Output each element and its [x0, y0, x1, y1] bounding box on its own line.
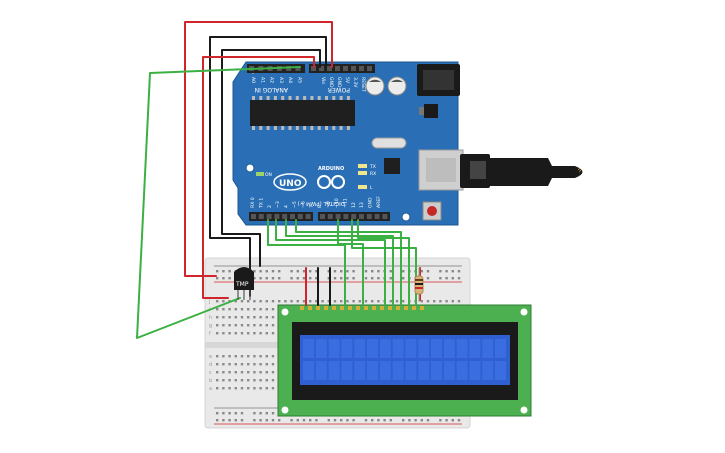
- wire-5v-red-2[interactable]: [202, 56, 315, 299]
- analog-in-label: ANALOG IN: [255, 86, 288, 93]
- digital-pin-label: ~9: [326, 201, 332, 208]
- lcd-pin[interactable]: [340, 306, 344, 310]
- lcd-pin[interactable]: [364, 306, 368, 310]
- usb-port[interactable]: [418, 149, 464, 191]
- power-jack[interactable]: [417, 64, 460, 96]
- uno-label: UNO: [279, 179, 302, 189]
- power-label: POWER: [328, 86, 350, 93]
- power-pin-label: 3.3V: [352, 77, 358, 88]
- lcd-pin[interactable]: [380, 306, 384, 310]
- wire-gnd-black[interactable]: [209, 36, 327, 297]
- lcd-pin-header[interactable]: [300, 306, 424, 310]
- lcd-pin[interactable]: [396, 306, 400, 310]
- wires: [136, 21, 421, 339]
- digital-pin-label: 2: [267, 205, 273, 208]
- digital-pin-label: ~6: [300, 201, 306, 208]
- svg-text:RX: RX: [370, 171, 376, 177]
- digital-pin-label: ~3: [275, 201, 281, 208]
- lcd-pin[interactable]: [316, 306, 320, 310]
- svg-text:j: j: [208, 299, 210, 305]
- usb-chip: [384, 158, 400, 174]
- svg-text:L: L: [370, 185, 373, 191]
- lcd-pin[interactable]: [388, 306, 392, 310]
- digital-header[interactable]: [249, 212, 390, 221]
- lcd-pin[interactable]: [372, 306, 376, 310]
- digital-pin-label: ~5: [292, 201, 298, 208]
- digital-pin-label: GND: [368, 197, 374, 208]
- analog-pin-label: A3: [278, 77, 284, 83]
- svg-text:TX: TX: [369, 164, 376, 170]
- digital-pin-label: TX 1: [258, 198, 264, 209]
- digital-pin-label: AREF: [376, 196, 382, 208]
- digital-pin-label: 13: [359, 202, 365, 208]
- wire-a0-green[interactable]: [136, 66, 301, 339]
- tmp-label: TMP: [235, 281, 249, 288]
- svg-text:f: f: [209, 331, 211, 337]
- tx-rx-leds: TX RX L: [358, 164, 376, 191]
- digital-pin-label: 8: [317, 205, 323, 208]
- power-pin-label: GND: [336, 77, 342, 88]
- digital-pin-label: 12: [351, 202, 357, 208]
- svg-text:e: e: [209, 354, 212, 360]
- power-pin-label: GND: [328, 77, 334, 88]
- lcd-pin[interactable]: [324, 306, 328, 310]
- digital-pin-label: RX 0: [250, 197, 256, 208]
- tmp36-temperature-sensor[interactable]: TMP: [234, 267, 254, 300]
- reset-button[interactable]: [422, 201, 442, 221]
- analog-pin-label: A4: [287, 77, 293, 83]
- lcd-character-cells: [303, 339, 506, 380]
- power-pin-label: Vin: [320, 77, 326, 84]
- lcd-pin[interactable]: [356, 306, 360, 310]
- digital-label: DIGITAL (PWM ~): [298, 200, 345, 206]
- analog-pin-label: A2: [269, 77, 275, 83]
- digital-pin-label: 7: [309, 205, 315, 208]
- usb-cable: [460, 154, 583, 188]
- arduino-logo: UNO ARDUINO: [273, 166, 345, 191]
- wire-gnd-black-2[interactable]: [221, 49, 321, 267]
- svg-text:d: d: [209, 362, 212, 368]
- capacitor: [387, 76, 407, 96]
- svg-text:g: g: [209, 323, 212, 329]
- lcd-pin[interactable]: [308, 306, 312, 310]
- power-pin-label: 5V: [344, 77, 350, 84]
- digital-pin-label: ~10: [334, 198, 340, 208]
- svg-text:c: c: [209, 370, 212, 376]
- lcd-pin[interactable]: [420, 306, 424, 310]
- svg-text:b: b: [209, 378, 212, 384]
- capacitor: [365, 76, 385, 96]
- power-pin-label: RESET: [360, 77, 366, 92]
- lcd-pin[interactable]: [412, 306, 416, 310]
- lcd-pin[interactable]: [404, 306, 408, 310]
- lcd-pin[interactable]: [348, 306, 352, 310]
- lcd-16x2-display[interactable]: [277, 304, 532, 417]
- arduino-brand: ARDUINO: [318, 166, 344, 172]
- digital-pin-label: 4: [284, 205, 290, 208]
- voltage-regulator: [419, 104, 438, 118]
- svg-text:ON: ON: [265, 172, 272, 178]
- digital-pin-label: ~11: [342, 198, 348, 208]
- resistor[interactable]: [414, 268, 424, 302]
- microcontroller-chip: [250, 96, 355, 130]
- svg-text:a: a: [209, 386, 212, 392]
- on-led: ON: [256, 172, 272, 178]
- svg-text:h: h: [209, 315, 212, 321]
- lcd-pin[interactable]: [332, 306, 336, 310]
- lcd-pin[interactable]: [300, 306, 304, 310]
- crystal-oscillator: [371, 137, 407, 149]
- wire-5v-red[interactable]: [184, 21, 333, 277]
- analog-pin-label: A1: [259, 77, 265, 83]
- analog-pin-label: A5: [297, 77, 303, 83]
- analog-pin-label: A0: [250, 77, 256, 83]
